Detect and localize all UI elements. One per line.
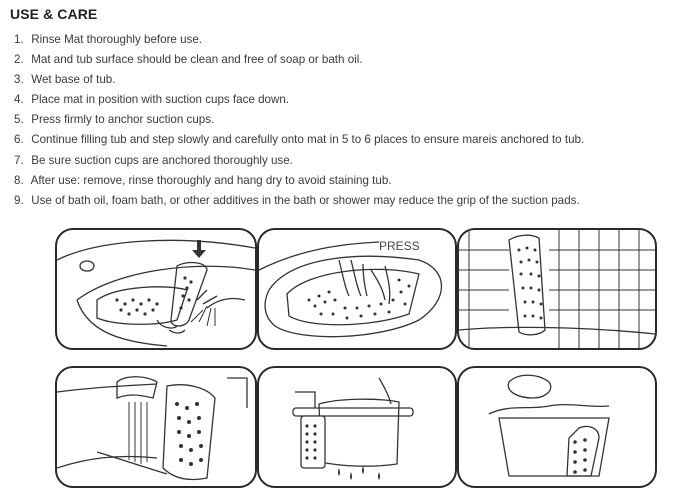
faucet-illustration [57,376,248,481]
press-label: PRESS [379,239,420,253]
instruction-step: 1. Rinse Mat thoroughly before use. [14,33,203,46]
instruction-step: 6. Continue filling tub and step slowly … [14,133,585,147]
section-title: USE & CARE [10,6,98,22]
instruction-step: 7. Be sure suction cups are anchored tho… [14,153,293,167]
instruction-step: 9. Use of bath oil, foam bath, or other … [14,193,580,207]
illustration-press-mat: PRESS [257,228,457,350]
press-illustration: PRESS [259,239,443,338]
hang-dry-illustration [292,377,414,480]
instruction-step: 3. Wet base of tub. [14,73,116,87]
wall-mat-illustration [459,230,655,348]
instruction-list: 1. Rinse Mat thoroughly before use. 2. M… [14,30,584,211]
instruction-step: 2. Mat and tub surface should be clean a… [14,53,363,67]
instruction-step: 5. Press firmly to anchor suction cups. [14,113,215,127]
illustration-wash-basin [457,366,657,488]
instruction-step: 8. After use: remove, rinse thoroughly a… [14,173,392,187]
illustration-rinse-mat [55,228,257,350]
illustration-rinse-under-faucet [55,366,257,488]
rinse-illustration [57,239,255,347]
illustration-mat-on-wall [457,228,657,350]
illustration-hang-dry [257,366,457,488]
instruction-step: 4. Place mat in position with suction cu… [14,93,290,107]
basin-illustration [488,374,610,477]
